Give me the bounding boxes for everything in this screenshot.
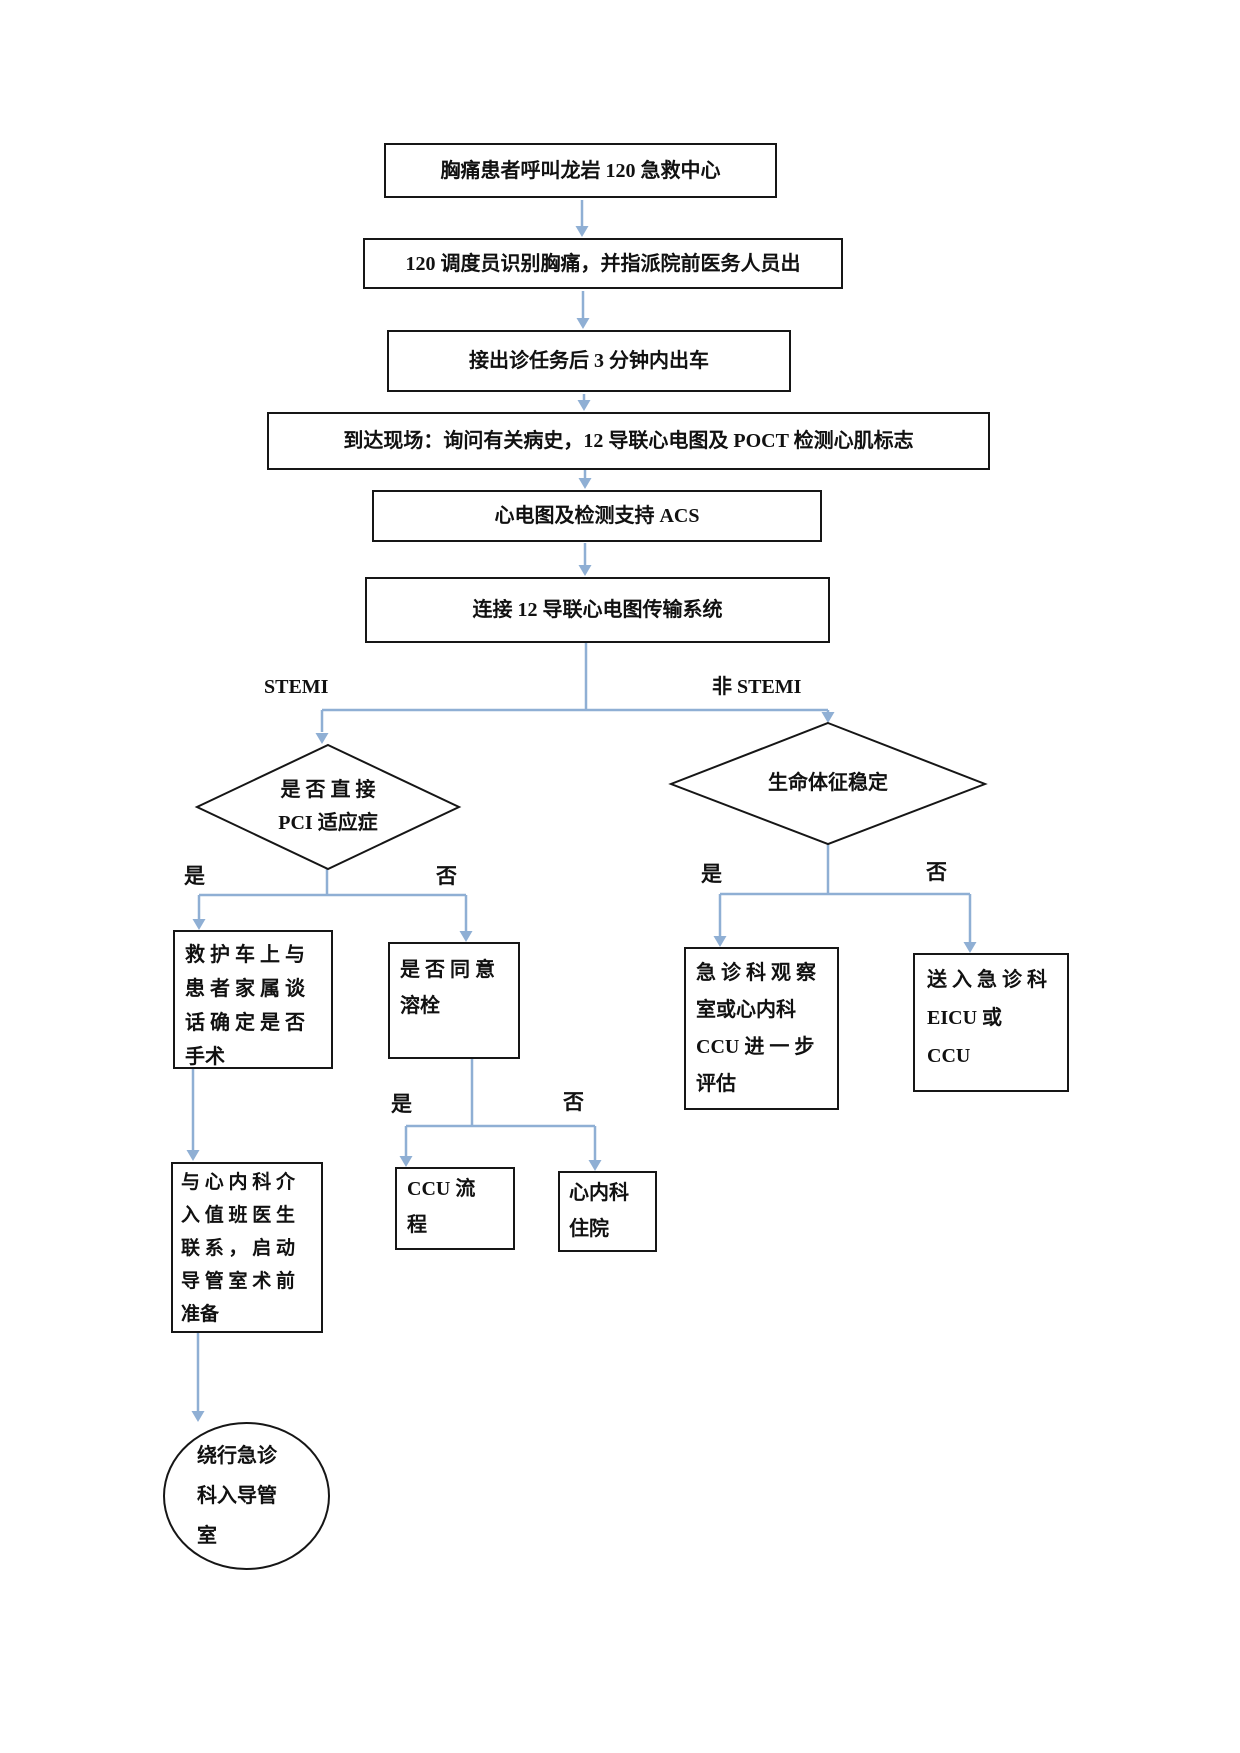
label-vitals-yes: 是 — [701, 862, 722, 886]
arrowhead-vitals-no — [963, 942, 977, 953]
arrowhead-depart-to-arrive — [577, 400, 591, 411]
node-cardiology-admission: 心内科 住院 — [558, 1171, 657, 1252]
node-contact-cath-lab: 与 心 内 科 介 入 值 班 医 生 联 系 ， 启 动 导 管 室 术 前 … — [171, 1162, 323, 1333]
arrowhead-pci-no — [459, 931, 473, 942]
node-depart-3min: 接出诊任务后 3 分钟内出车 — [387, 330, 791, 392]
arrowhead-pci-yes — [192, 919, 206, 930]
decision-pci-diamond-shape — [194, 743, 462, 871]
arrowhead-to-cathlab-prep — [186, 1150, 200, 1161]
arrowhead-dispatcher-to-depart — [576, 318, 590, 329]
arrowhead-arrive-to-acs — [578, 478, 592, 489]
node-ambulance-family-talk: 救 护 车 上 与 患 者 家 属 谈 话 确 定 是 否 手术 — [173, 930, 333, 1069]
node-agree-thrombolysis: 是 否 同 意 溶栓 — [388, 942, 520, 1059]
arrowhead-lysis-no — [588, 1160, 602, 1171]
label-stemi: STEMI — [264, 676, 329, 698]
node-dispatcher: 120 调度员识别胸痛，并指派院前医务人员出 — [363, 238, 843, 289]
label-lysis-yes: 是 — [391, 1092, 412, 1116]
terminal-bypass-ed-circle: 绕行急诊 科入导管 室 — [163, 1422, 330, 1570]
decision-pci-indication: 是 否 直 接 PCI 适应症 — [278, 779, 378, 834]
arrowhead-nonstemi-branch — [821, 712, 835, 723]
node-ecg-supports-acs: 心电图及检测支持 ACS — [372, 490, 822, 542]
label-non-stemi: 非 STEMI — [712, 676, 802, 698]
node-call-120: 胸痛患者呼叫龙岩 120 急救中心 — [384, 143, 777, 198]
arrowhead-stemi-branch — [315, 733, 329, 744]
label-lysis-no: 否 — [563, 1090, 584, 1114]
node-ccu-process: CCU 流 程 — [395, 1167, 515, 1250]
label-pci-yes: 是 — [184, 864, 205, 888]
node-eicu-ccu: 送 入 急 诊 科 EICU 或 CCU — [913, 953, 1069, 1092]
decision-vitals-diamond-shape — [668, 721, 988, 846]
arrowhead-vitals-yes — [713, 936, 727, 947]
node-connect-transmission: 连接 12 导联心电图传输系统 — [365, 577, 830, 643]
label-pci-no: 否 — [436, 864, 457, 888]
arrowhead-call-to-dispatcher — [575, 226, 589, 237]
node-ed-observation: 急 诊 科 观 察 室或心内科 CCU 进 一 步 评估 — [684, 947, 839, 1110]
arrowhead-acs-to-transmission — [578, 565, 592, 576]
arrowhead-to-bypass-circle — [191, 1411, 205, 1422]
node-arrive-scene: 到达现场：询问有关病史，12 导联心电图及 POCT 检测心肌标志 — [267, 412, 990, 470]
decision-vital-signs: 生命体征稳定 — [768, 772, 888, 794]
label-vitals-no: 否 — [926, 860, 947, 884]
arrowhead-lysis-yes — [399, 1156, 413, 1167]
